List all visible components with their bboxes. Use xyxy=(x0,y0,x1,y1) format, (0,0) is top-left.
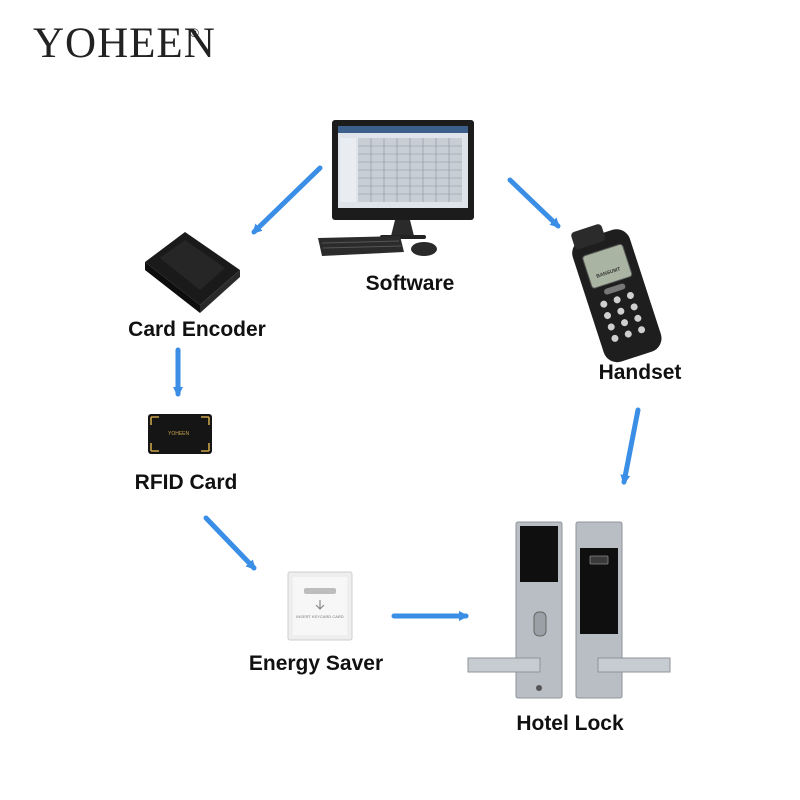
arrow-card-to-saver xyxy=(203,515,257,571)
handset-icon xyxy=(571,224,662,363)
card-brand-mark: YOHEEN xyxy=(168,431,190,437)
hotel-lock-icon xyxy=(467,521,671,699)
label-hotel-lock: Hotel Lock xyxy=(516,712,624,735)
arrow-handset-to-lock xyxy=(620,407,641,485)
card-encoder-icon xyxy=(145,232,240,313)
rfid-card-icon xyxy=(148,414,212,454)
energy-saver-text: INSERT KEYCARD CARD xyxy=(296,614,344,619)
label-software: Software xyxy=(365,272,455,295)
label-handset: Handset xyxy=(598,361,682,384)
computer-icon xyxy=(318,120,474,256)
brand-logo: YOHEEN xyxy=(33,20,216,67)
energy-saver-icon xyxy=(287,571,353,641)
label-energy-saver: Energy Saver xyxy=(248,652,384,675)
label-card-encoder: Card Encoder xyxy=(128,318,266,341)
arrow-software-to-encoder xyxy=(251,165,323,235)
registered-mark: ® xyxy=(190,26,199,40)
arrow-software-to-handset xyxy=(507,177,561,229)
label-rfid-card: RFID Card xyxy=(134,471,238,494)
